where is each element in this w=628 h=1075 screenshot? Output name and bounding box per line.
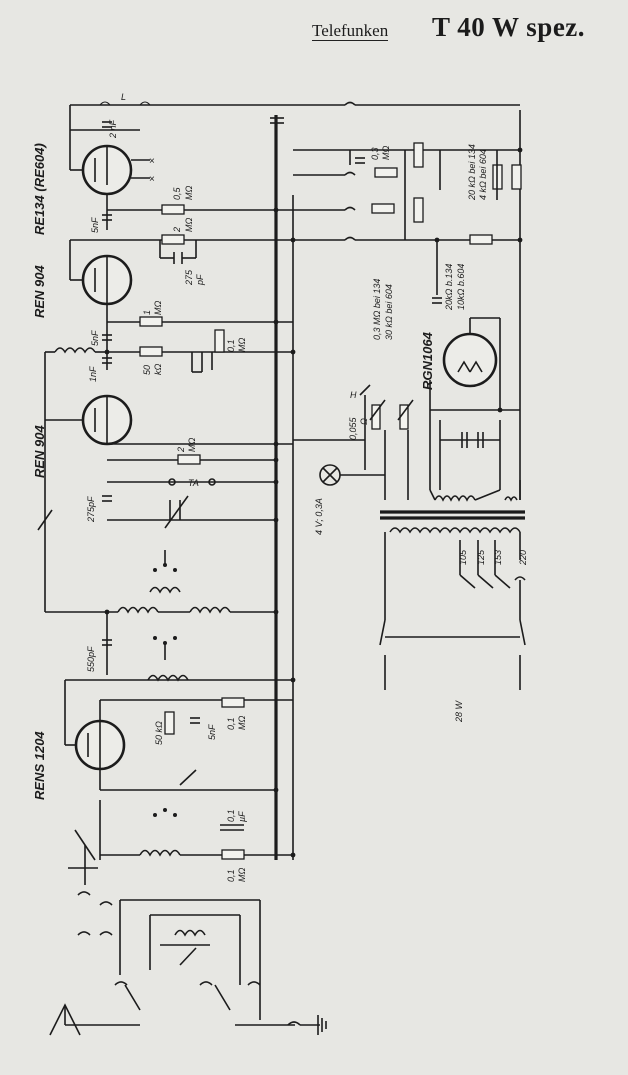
cap-275-label: 275: [184, 269, 194, 286]
tap-153-label: 153: [493, 550, 503, 565]
res-2c-unit: MΩ: [187, 438, 197, 452]
cap-1nf-label: 1nF: [88, 366, 98, 382]
resistor-01mohm-a: [214, 329, 225, 353]
resistor-1mohm: [139, 316, 163, 327]
tube-label-ren904-a: REN 904: [32, 264, 47, 318]
resistor-b: [371, 203, 395, 214]
resistor-01mohm-d: [221, 849, 245, 860]
choke-l-label: L: [121, 92, 126, 102]
cap-5nf-b-label: 5nF: [90, 330, 100, 346]
res-05-label: 0,5: [172, 186, 182, 200]
resistor-50kohm: [139, 346, 163, 357]
res-01c-unit: MΩ: [237, 716, 247, 730]
res-50-label: 50: [142, 365, 152, 375]
brand-label: Telefunken: [312, 21, 389, 41]
switch-h-label: H: [350, 390, 357, 400]
potentiometer-b[interactable]: [413, 197, 424, 223]
tube-label-ren904-b: REN 904: [32, 424, 47, 478]
resistor-50kohm-b: [164, 711, 175, 735]
res-01a-unit: MΩ: [237, 338, 247, 352]
res-2-unit: MΩ: [184, 218, 194, 232]
cap-01uf-unit: µF: [237, 811, 247, 822]
cap-5nf-a-label: 5nF: [90, 217, 100, 233]
resistor-01mohm-c: [221, 697, 245, 708]
res-05-unit: MΩ: [184, 186, 194, 200]
cap-01uf-label: 0,1: [226, 809, 236, 822]
filament-x-2: ×: [149, 174, 155, 185]
tube-label-rens1204: RENS 1204: [32, 731, 47, 800]
model-label: T 40 W spez.: [432, 12, 586, 42]
resistor-05mohm: [161, 204, 185, 215]
res-01d-unit: MΩ: [237, 868, 247, 882]
res-50k-label: 50 kΩ: [154, 721, 164, 745]
res-2-label: 2: [172, 227, 182, 233]
resistor-20k-c: [469, 234, 493, 245]
cap-5nf-c-label: 5nF: [207, 724, 217, 740]
ta-jack-1[interactable]: [168, 478, 176, 486]
res-03-label: 0,3: [370, 147, 380, 160]
res-01d-label: 0,1: [226, 869, 236, 882]
ta-jack-2[interactable]: [208, 478, 216, 486]
cap-2nf-label: 2 nF: [108, 119, 118, 139]
mains-switch-right[interactable]: [519, 619, 526, 646]
res-20k-note-3: 20kΩ b.134: [444, 264, 454, 311]
res-2c-label: 2: [176, 447, 186, 453]
tube-label-rgn1064: RGN1064: [420, 331, 435, 390]
mains-switch-left[interactable]: [379, 619, 386, 646]
resistor-2mohm: [161, 234, 185, 245]
res-03-unit: MΩ: [381, 146, 391, 160]
resistor-2mohm-b: [177, 454, 201, 465]
cap-275pf-label: 275pF: [86, 496, 96, 523]
cap-275-unit: pF: [195, 274, 205, 286]
res-01c-label: 0,1: [226, 717, 236, 730]
res-50-unit: kΩ: [153, 364, 163, 376]
lamp-rating-label: 4 V; 0,3A: [314, 498, 324, 535]
res-0055-unit: Ω: [359, 418, 369, 425]
filament-x-1: ×: [149, 156, 155, 167]
tap-220-label: 220: [518, 550, 528, 566]
res-03m-note-1: 0,3 MΩ bei 134: [372, 279, 382, 340]
ta-label: TA: [188, 478, 199, 488]
potentiometer-a[interactable]: [413, 142, 424, 168]
res-20k-note-4: 10kΩ b.604: [456, 264, 466, 310]
resistor-20k-b: [511, 164, 522, 190]
res-0055-label: 0,055: [348, 416, 358, 440]
res-1-unit: MΩ: [153, 301, 163, 315]
res-20k-note-1: 20 kΩ bei 134: [467, 144, 477, 201]
cap-550pf-label: 550pF: [86, 646, 96, 672]
res-1-label: 1: [142, 310, 152, 315]
tube-rgn1064: [442, 332, 498, 388]
tube-label-re134: RE134 (RE604): [32, 143, 47, 235]
res-01a-label: 0,1: [226, 339, 236, 352]
resistor-03mohm: [374, 167, 398, 178]
tap-105-label: 105: [458, 549, 468, 565]
tap-125-label: 125: [476, 549, 486, 565]
power-rating-label: 28 W: [454, 699, 464, 723]
res-20k-note-2: 4 kΩ bei 604: [478, 149, 488, 200]
res-03m-note-2: 30 kΩ bei 604: [384, 284, 394, 340]
